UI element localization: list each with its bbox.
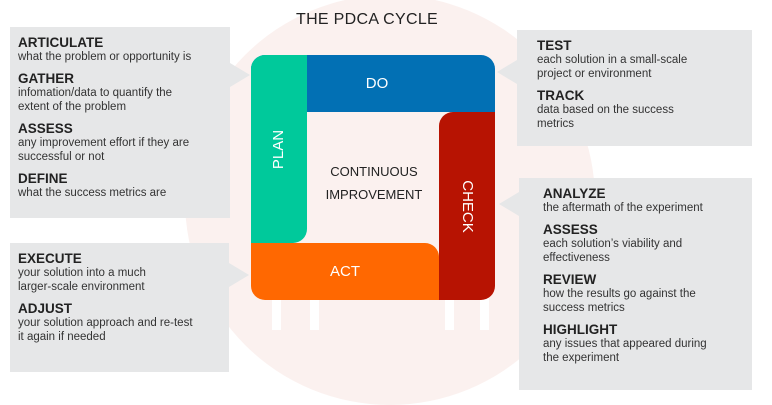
decorative-leg — [272, 298, 281, 330]
detail-description: your solution approach and re-test it ag… — [18, 317, 193, 343]
detail-heading: ANALYZE — [543, 186, 606, 201]
detail-heading: TEST — [537, 38, 572, 53]
detail-description: the aftermath of the experiment — [543, 202, 703, 214]
detail-heading: ASSESS — [18, 121, 73, 136]
decorative-leg — [445, 298, 454, 330]
check-pointer — [499, 192, 519, 216]
decorative-leg — [310, 298, 319, 330]
detail-heading: ADJUST — [18, 301, 73, 316]
detail-heading: REVIEW — [543, 272, 597, 287]
detail-description: any improvement effort if they are succe… — [18, 137, 190, 163]
detail-heading: GATHER — [18, 71, 74, 86]
detail-description: each solution in a small-scale project o… — [537, 54, 688, 80]
detail-description: data based on the success metrics — [537, 104, 674, 130]
detail-heading: HIGHLIGHT — [543, 322, 618, 337]
detail-heading: ARTICULATE — [18, 35, 104, 50]
detail-description: how the results go against the success m… — [543, 288, 696, 314]
plan-label: PLAN — [270, 129, 288, 169]
check-label: CHECK — [458, 179, 476, 233]
detail-description: your solution into a much larger-scale e… — [18, 267, 146, 293]
do-label: DO — [365, 75, 389, 92]
detail-description: what the success metrics are — [18, 187, 167, 199]
detail-description: what the problem or opportunity is — [18, 51, 192, 63]
act-label: ACT — [330, 263, 360, 280]
decorative-leg — [480, 298, 489, 330]
diagram-title: THE PDCA CYCLE — [296, 11, 439, 28]
check-segment: CHECK — [439, 112, 495, 300]
plan-segment: PLAN — [251, 55, 307, 243]
detail-description: any issues that appeared during the expe… — [543, 338, 707, 364]
center-label: CONTINUOUS IMPROVEMENT — [318, 160, 430, 206]
detail-description: infomation/data to quantify the extent o… — [18, 87, 173, 113]
detail-heading: TRACK — [537, 88, 585, 103]
detail-heading: EXECUTE — [18, 251, 82, 266]
plan-pointer — [230, 63, 250, 87]
do-pointer — [497, 60, 517, 84]
detail-heading: DEFINE — [18, 171, 68, 186]
detail-description: each solution’s viability and effectiven… — [543, 238, 683, 264]
detail-heading: ASSESS — [543, 222, 598, 237]
act-segment: ACT — [251, 243, 439, 300]
center-line-1: CONTINUOUS — [330, 164, 418, 179]
center-line-2: IMPROVEMENT — [325, 187, 423, 202]
act-pointer — [229, 263, 249, 287]
